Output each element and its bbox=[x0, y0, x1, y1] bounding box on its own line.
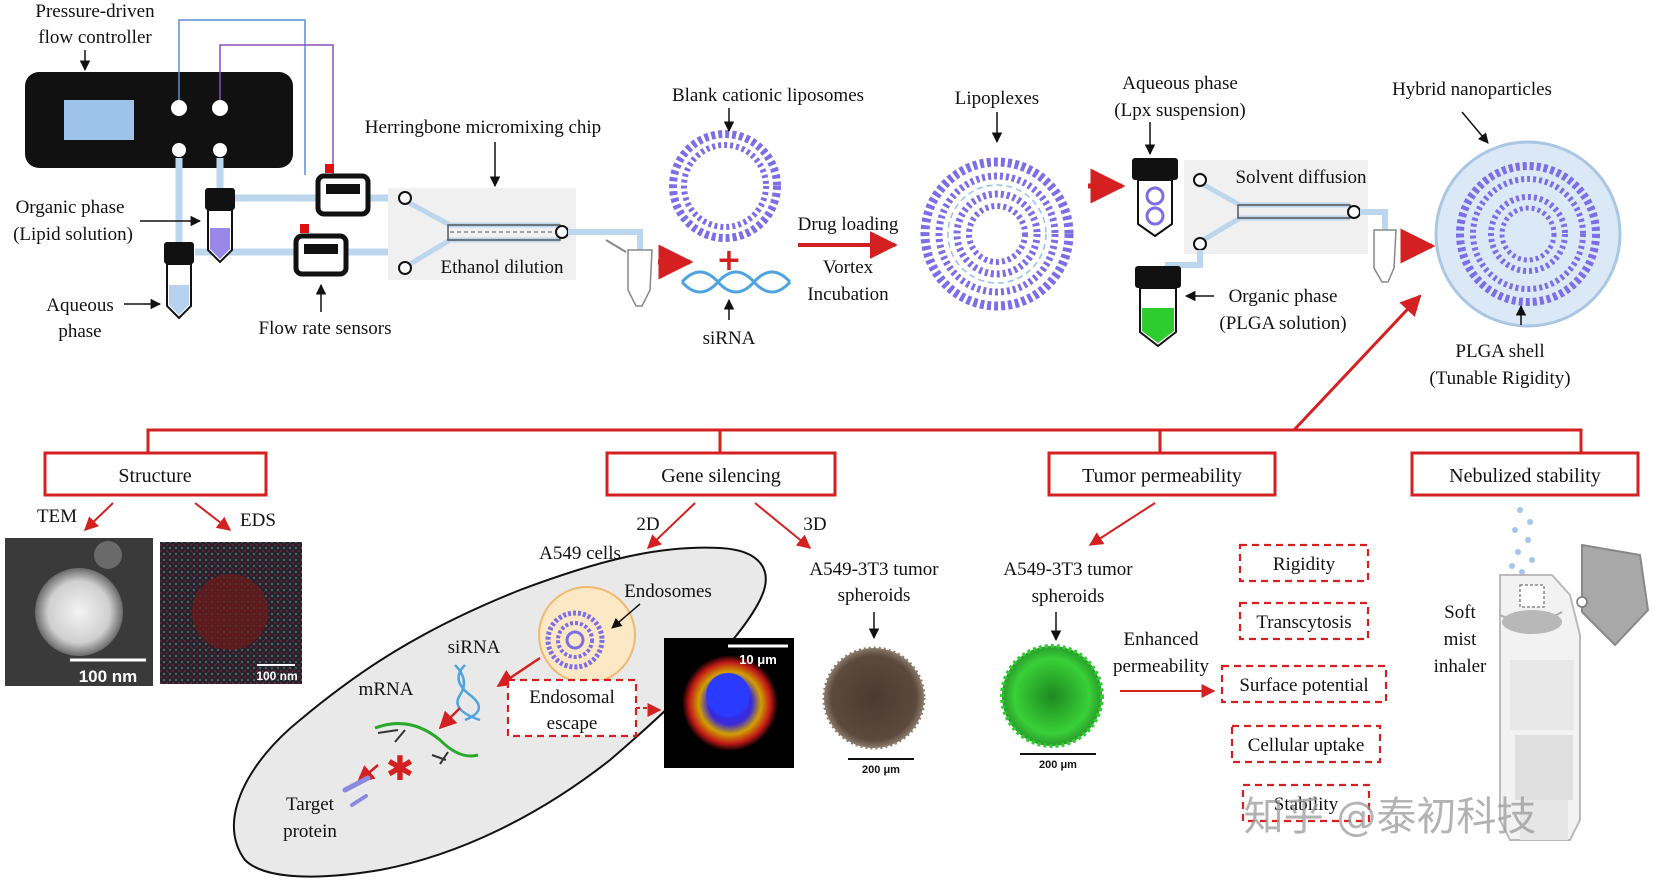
connector-to-hybrid bbox=[1292, 294, 1422, 432]
factor-stability: Stability bbox=[1274, 794, 1339, 815]
tem-label: TEM bbox=[37, 506, 77, 527]
factor-surface-potential: Surface potential bbox=[1239, 675, 1368, 696]
blank-liposomes-label: Blank cationic liposomes bbox=[672, 85, 864, 106]
mrna-strand-icon bbox=[374, 722, 479, 765]
incubation-label: Incubation bbox=[807, 284, 889, 305]
organic-plga-label-1: Organic phase bbox=[1229, 286, 1338, 307]
aqueous-lpx-label-1: Aqueous phase bbox=[1122, 73, 1238, 94]
spheroid-3d-label-2: spheroids bbox=[838, 585, 911, 606]
ethanol-dilution-label: Ethanol dilution bbox=[441, 257, 564, 278]
eds-scale: 100 nm bbox=[256, 669, 297, 683]
solvent-diffusion-label: Solvent diffusion bbox=[1235, 167, 1367, 188]
endosomes-label: Endosomes bbox=[624, 581, 712, 602]
sirna-label-top: siRNA bbox=[703, 328, 756, 349]
eds-image: 100 nm bbox=[160, 542, 302, 684]
aqueous-label-1: Aqueous bbox=[46, 295, 114, 316]
controller-label-1: Pressure-driven bbox=[35, 1, 155, 22]
factor-rigidity: Rigidity bbox=[1273, 554, 1336, 575]
factor-transcytosis-box bbox=[1238, 601, 1370, 641]
factor-surface-potential-box bbox=[1220, 664, 1388, 704]
mist-droplets-icon bbox=[1509, 507, 1538, 583]
micromixing-chip bbox=[388, 188, 653, 307]
controller-label-2: flow controller bbox=[38, 27, 152, 48]
eds-label: EDS bbox=[240, 510, 276, 531]
organic-vial bbox=[205, 188, 235, 264]
spheroid-scale-2: 200 μm bbox=[1039, 759, 1077, 771]
flow-sensors-label: Flow rate sensors bbox=[259, 318, 392, 339]
sirna-helix-cell-icon bbox=[454, 664, 481, 722]
pressure-line-1 bbox=[178, 19, 306, 175]
cleavage-mark-icon: ✱ bbox=[386, 749, 415, 789]
gene-silencing-label: Gene silencing bbox=[661, 465, 780, 487]
sirna-label-cell: siRNA bbox=[448, 637, 501, 658]
confocal-scale: 10 μm bbox=[739, 652, 777, 667]
flow-sensor-2 bbox=[293, 224, 349, 277]
a549-cells-label: A549 cells bbox=[539, 543, 621, 564]
hybrid-nanoparticle bbox=[1434, 140, 1622, 328]
factor-cellular-uptake-box bbox=[1230, 724, 1382, 764]
nebulized-stability-box bbox=[1410, 451, 1640, 497]
confocal-image: 10 μm bbox=[664, 638, 794, 768]
aqueous-lpx-label-2: (Lpx suspension) bbox=[1114, 100, 1245, 121]
tumor-permeability-box bbox=[1047, 451, 1277, 497]
factor-transcytosis: Transcytosis bbox=[1256, 612, 1351, 633]
inhaler-label-3: inhaler bbox=[1434, 656, 1487, 677]
lipoplex bbox=[920, 157, 1074, 311]
endosomal-escape-label-2: escape bbox=[547, 713, 598, 734]
factor-rigidity-box bbox=[1238, 543, 1370, 583]
spheroid-3d-label-1: A549-3T3 tumor bbox=[809, 559, 939, 580]
lipoplexes-label: Lipoplexes bbox=[955, 88, 1039, 109]
tem-scale: 100 nm bbox=[79, 667, 138, 686]
inhaler-label-2: mist bbox=[1444, 629, 1477, 650]
endosome bbox=[538, 586, 636, 684]
aqueous-label-2: phase bbox=[58, 321, 101, 342]
3d-label: 3D bbox=[803, 514, 826, 535]
organic-plga-label-2: (PLGA solution) bbox=[1219, 313, 1346, 334]
structure-box bbox=[43, 451, 268, 497]
soft-mist-inhaler bbox=[1499, 543, 1650, 841]
chip-label: Herringbone micromixing chip bbox=[365, 117, 601, 138]
flow-controller bbox=[25, 72, 293, 168]
protein-icon bbox=[342, 775, 371, 807]
plga-shell-label-1: PLGA shell bbox=[1455, 341, 1544, 362]
nebulized-stability-label: Nebulized stability bbox=[1449, 465, 1601, 487]
tumor-permeability-label: Tumor permeability bbox=[1082, 465, 1242, 487]
fluorescent-spheroid: 200 μm bbox=[1000, 644, 1104, 771]
flow-sensor-1 bbox=[315, 164, 371, 217]
gene-silencing-box bbox=[605, 451, 837, 497]
organic-phase-label-2: (Lipid solution) bbox=[13, 224, 133, 245]
category-bracket bbox=[146, 428, 1583, 455]
enhanced-permeability-label-1: Enhanced bbox=[1124, 629, 1199, 650]
endosomal-escape-label-1: Endosomal bbox=[529, 687, 615, 708]
factor-stability-box bbox=[1241, 783, 1371, 823]
factor-cellular-uptake: Cellular uptake bbox=[1248, 735, 1365, 756]
plga-shell-label-2: (Tunable Rigidity) bbox=[1429, 368, 1570, 389]
structure-label: Structure bbox=[118, 465, 191, 487]
brightfield-spheroid: 200 μm bbox=[822, 646, 926, 776]
watermark: 知乎 @泰初科技 bbox=[1244, 794, 1537, 840]
hybrid-np-label: Hybrid nanoparticles bbox=[1392, 79, 1552, 100]
aqueous-vial bbox=[164, 242, 194, 320]
spheroid-tp-label-1: A549-3T3 tumor bbox=[1003, 559, 1133, 580]
drug-loading-label: Drug loading bbox=[798, 214, 899, 235]
target-protein-label-1: Target bbox=[286, 794, 335, 815]
vortex-label: Vortex bbox=[823, 257, 874, 278]
tem-image: 100 nm bbox=[5, 538, 153, 686]
sirna-helix-icon bbox=[680, 270, 792, 294]
inhaler-label-1: Soft bbox=[1444, 602, 1476, 623]
target-protein-label-2: protein bbox=[283, 821, 337, 842]
enhanced-permeability-label-2: permeability bbox=[1113, 656, 1210, 677]
spheroid-tp-label-2: spheroids bbox=[1032, 586, 1105, 607]
nanoprecipitation-chip bbox=[1132, 158, 1397, 348]
2d-label: 2D bbox=[636, 514, 659, 535]
organic-phase-label-1: Organic phase bbox=[16, 197, 125, 218]
spheroid-scale-1: 200 μm bbox=[862, 764, 900, 776]
mrna-label: mRNA bbox=[359, 679, 414, 700]
blank-liposome bbox=[669, 130, 781, 242]
pressure-line-2 bbox=[219, 44, 334, 175]
